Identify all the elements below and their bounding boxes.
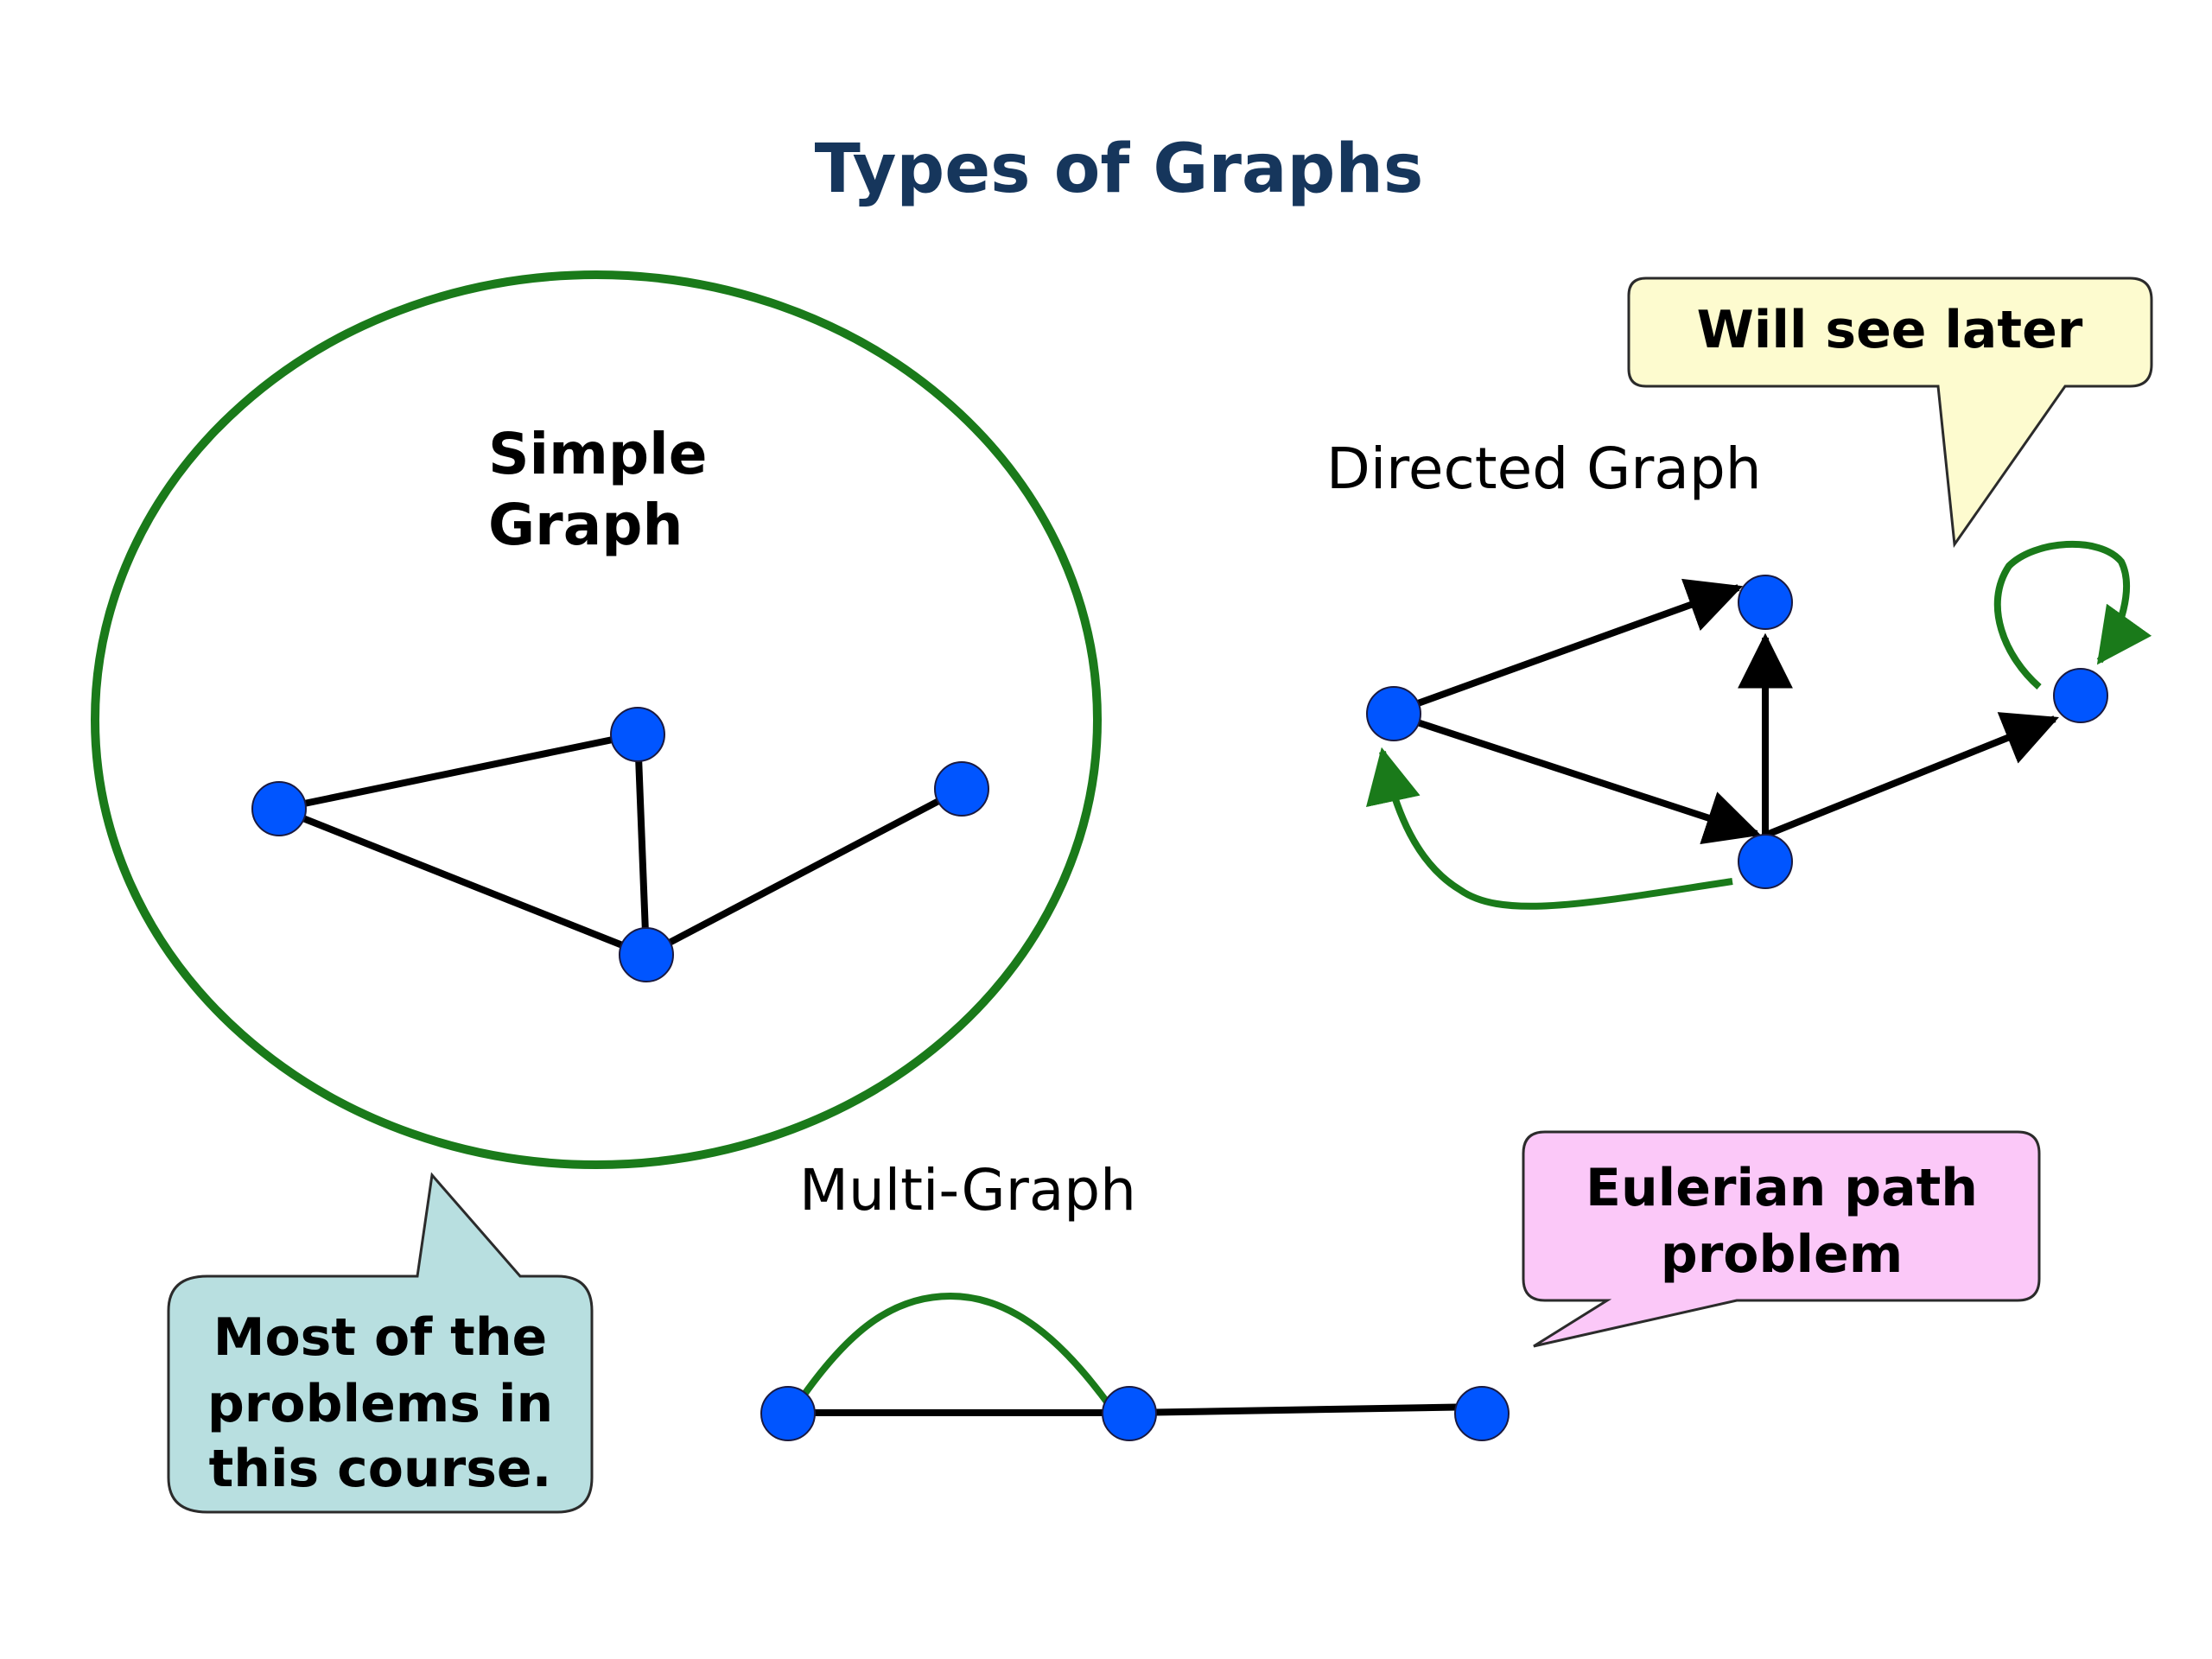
self-loop-edge <box>1993 540 2152 690</box>
directed-return-edge <box>1366 747 1733 910</box>
graph-node <box>1738 575 1793 630</box>
directed-graph <box>1395 578 2059 845</box>
callout-eulerian-line1: Eulerian path <box>1586 1158 1978 1218</box>
graph-node <box>1454 1386 1510 1441</box>
directed-graph-label: Directed Graph <box>1326 435 1762 502</box>
callout-most-problems-line2: problems in <box>207 1374 553 1434</box>
directed-edge <box>1395 712 1762 845</box>
simple-graph-label-line1: Simple <box>488 421 708 487</box>
graph-node <box>934 761 989 817</box>
graph-node <box>1738 834 1793 889</box>
directed-graph-nodes <box>1366 575 2108 889</box>
directed-edge <box>1395 578 1744 715</box>
simple-graph-highlight-ellipse <box>91 270 1102 1169</box>
slide-title: Types of Graphs <box>815 130 1424 208</box>
simple-edge <box>278 731 639 812</box>
graph-node <box>2053 668 2108 723</box>
graph-node <box>1102 1386 1157 1441</box>
graph-node <box>619 927 674 982</box>
callout-most-problems <box>167 1172 594 1514</box>
graph-node <box>610 707 665 762</box>
multi-graph-label: Multi-Graph <box>799 1157 1136 1224</box>
callout-eulerian-line2: problem <box>1661 1224 1904 1285</box>
simple-edge <box>645 785 963 958</box>
simple-graph-nodes <box>251 707 989 982</box>
callout-most-problems-line1: Most of the <box>213 1307 548 1368</box>
callout-will-see-later-text: Will see later <box>1697 300 2083 360</box>
graph-node <box>251 781 307 836</box>
multi-graph <box>786 1292 1483 1416</box>
directed-graph-green-edges <box>1366 540 2152 910</box>
graph-node <box>1366 686 1421 741</box>
callout-most-problems-line3: this course. <box>209 1439 552 1499</box>
simple-edge <box>634 734 650 956</box>
callout-will-see-later <box>1627 276 2153 549</box>
multi-graph-nodes <box>760 1386 1510 1441</box>
multi-parallel-edge <box>800 1292 1118 1415</box>
simple-graph-label-line2: Graph <box>488 492 683 558</box>
graph-node <box>760 1386 816 1441</box>
multi-edge <box>1128 1403 1483 1416</box>
callout-eulerian <box>1522 1130 2041 1348</box>
directed-edge <box>1767 712 2059 837</box>
simple-edge <box>277 805 648 958</box>
simple-graph <box>277 731 963 958</box>
